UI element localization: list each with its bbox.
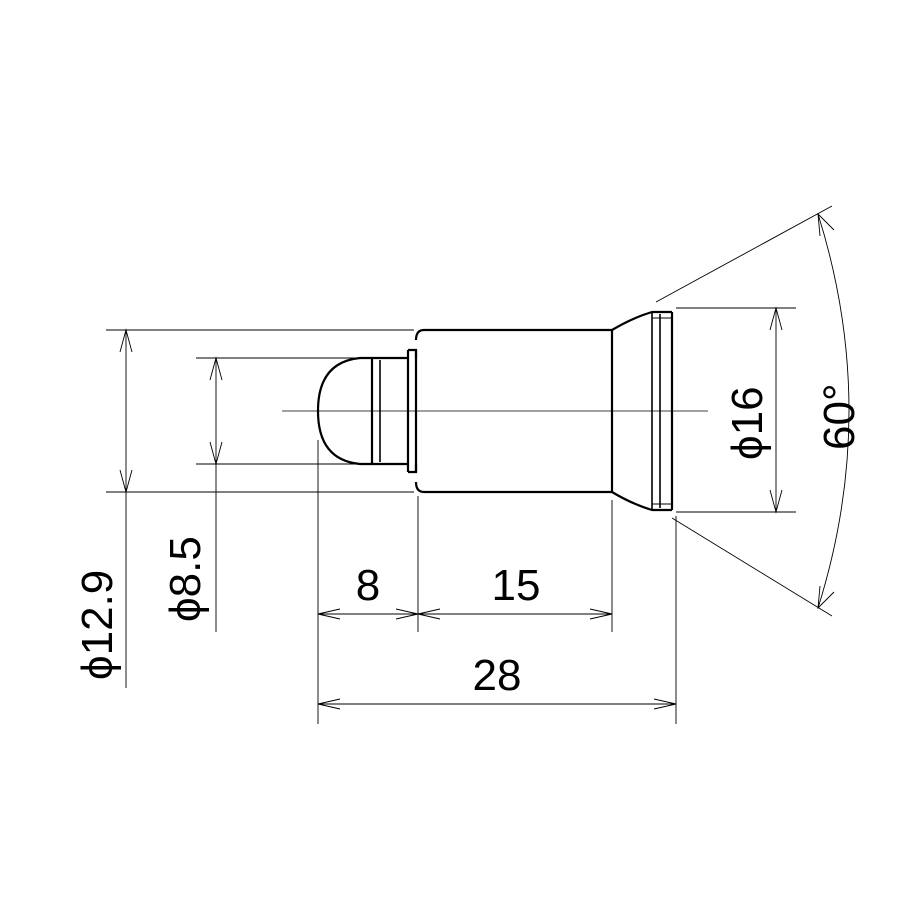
dimension-label: 60° — [815, 383, 864, 450]
flange-top-flare — [611, 310, 672, 331]
neck-bottom — [408, 464, 418, 474]
arrowhead — [769, 489, 783, 514]
arrowhead — [317, 608, 341, 620]
arrowhead — [119, 469, 133, 494]
arrowhead — [119, 328, 133, 353]
arrowhead — [769, 306, 783, 331]
arrowhead — [653, 698, 677, 710]
dimension-label: ϕ8.5 — [161, 536, 210, 622]
body-top-edge — [414, 328, 612, 341]
dimension-label: 8 — [356, 561, 380, 610]
extension-line — [671, 517, 833, 617]
dimension-angle-60: 60° — [655, 205, 864, 617]
arrowhead — [209, 356, 223, 381]
arrowhead — [417, 608, 441, 620]
dimension-label: ϕ16 — [723, 386, 772, 460]
dimension-length-28: 28 — [317, 516, 677, 724]
dimension-dia-16: ϕ16 — [676, 306, 796, 514]
neck-top — [408, 348, 418, 358]
dimension-label: 28 — [473, 651, 522, 700]
dimension-length-8-15: 8 15 — [317, 440, 613, 724]
arrowhead — [817, 212, 835, 237]
body-bottom-edge — [414, 481, 612, 494]
arrowhead — [209, 441, 223, 466]
flange-bottom-flare — [611, 491, 672, 512]
dimension-label: ϕ12.9 — [73, 570, 122, 680]
part-outline — [282, 310, 708, 512]
dimension-dia-12-9: ϕ12.9 — [73, 328, 414, 688]
arrowhead — [817, 585, 835, 610]
arrowhead — [589, 608, 613, 620]
dimension-dia-8-5: ϕ8.5 — [161, 356, 368, 632]
dimension-label: 15 — [492, 561, 541, 610]
rounded-tip — [316, 356, 372, 466]
arrowhead — [317, 698, 341, 710]
extension-line — [655, 205, 833, 303]
angle-arc — [817, 213, 850, 609]
